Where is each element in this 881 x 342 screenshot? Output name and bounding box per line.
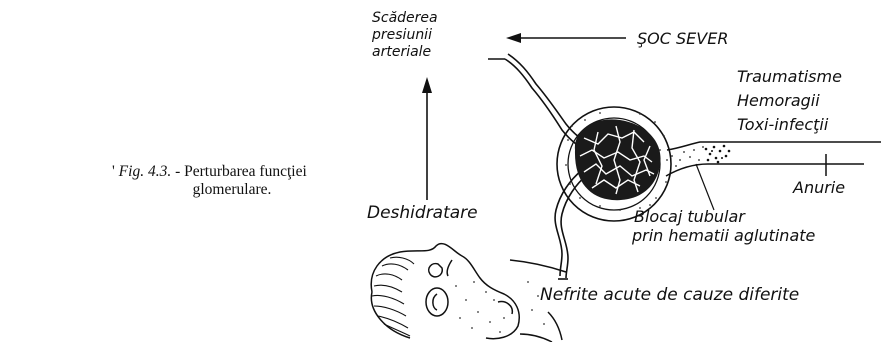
tubular-block (705, 145, 731, 164)
dehydration-arrow (422, 77, 432, 200)
causes-label-line3: Toxi-infecţii (737, 115, 829, 134)
block-label-line1: Blocaj tubular (634, 207, 746, 226)
nephritis-label: Nefrite acute de cauze diferite (540, 285, 799, 305)
patient-hair (372, 257, 414, 336)
pressure-label-line1: Scăderea (372, 10, 438, 26)
shock-arrow (506, 33, 626, 43)
anuria-label: Anurie (792, 178, 845, 197)
efferent-arteriole (555, 170, 588, 279)
pressure-label-line3: arteriale (372, 44, 431, 60)
causes-label-line1: Traumatisme (737, 67, 842, 86)
glomerular-capillaries (575, 119, 661, 200)
pressure-label-line2: presiunii (371, 27, 432, 43)
block-pointer (696, 164, 714, 210)
causes-label-line2: Hemoragii (737, 91, 820, 110)
dehydration-label: Deshidratare (367, 203, 478, 223)
block-label-line2: prin hematii aglutinate (631, 226, 816, 245)
patient-head-illustration (371, 244, 566, 342)
shock-label: ŞOC SEVER (637, 29, 728, 48)
patient-skin-stipple (455, 281, 545, 333)
